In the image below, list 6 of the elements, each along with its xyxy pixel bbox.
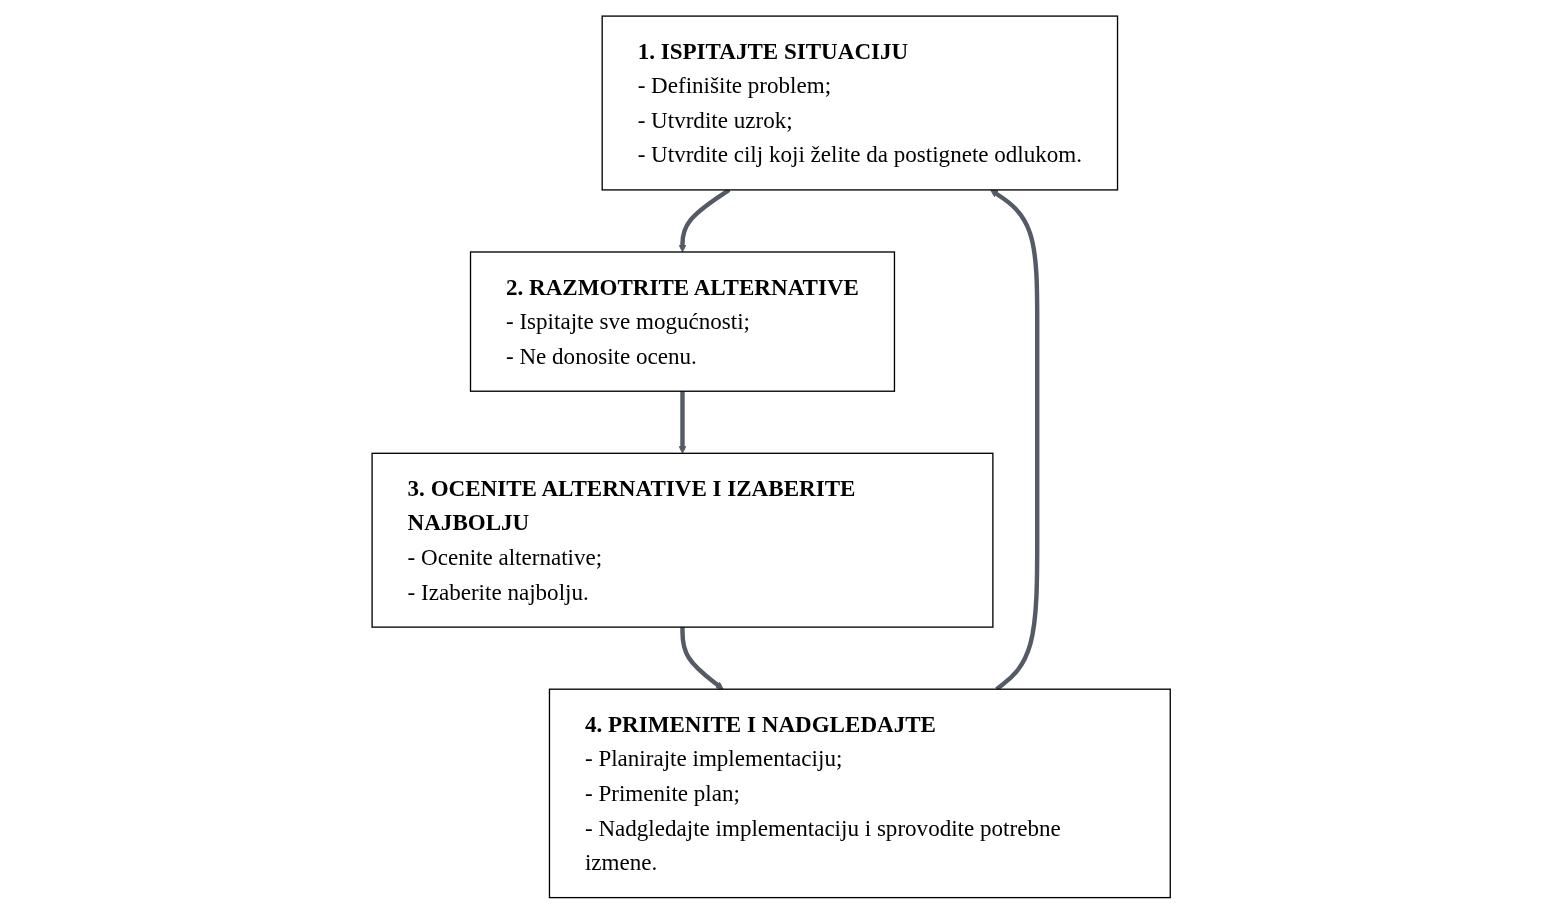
node-box: 4. PRIMENITE I NADGLEDAJTE - Planirajte implementaciju; - Primenite plan; - Nadgledajte implementaciju i sprovodite potrebne izmene. [549, 688, 1172, 899]
arrow [680, 627, 724, 690]
node-box: 3. OCENITE ALTERNATIVE I IZABERITE NAJBOLJU - Ocenite alternative; - Izaberite najbolju. [371, 452, 994, 628]
node-box: 1. ISPITAJTE SITUACIJU - Definišite problem; - Utvrdite uzrok; - Utvrdite cilj koji želite da postignete odlukom. [601, 15, 1119, 191]
node-box: 2. RAZMOTRITE ALTERNATIVE - Ispitajte sve mogućnosti; - Ne donosite ocenu. [470, 251, 896, 393]
arrow [678, 391, 687, 454]
